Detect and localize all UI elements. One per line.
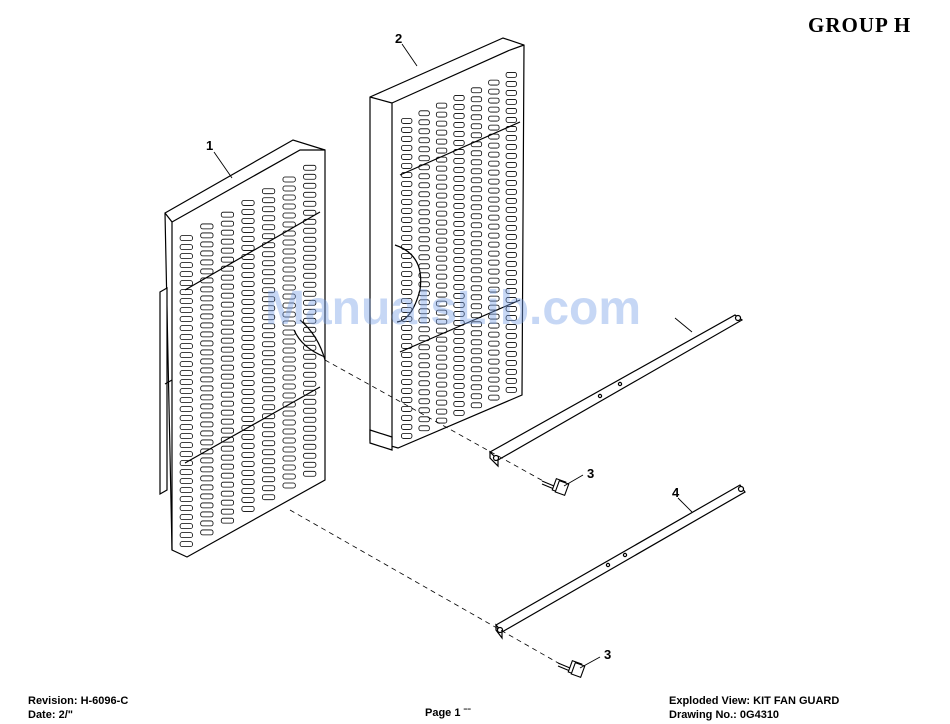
- callout-1: 1: [206, 138, 213, 153]
- drawing-label: Drawing No.:: [669, 708, 737, 722]
- drawing-value: 0G4310: [740, 708, 779, 722]
- date-label: Date:: [28, 708, 56, 722]
- revision-value: H-6096-C: [81, 694, 129, 708]
- page-block: Page 1 ˉˉ: [425, 706, 471, 720]
- fan-guard-panel-2: [370, 38, 524, 450]
- page-label: Page 1: [425, 707, 460, 719]
- view-value: KIT FAN GUARD: [753, 694, 839, 708]
- callout-3b: 3: [604, 647, 611, 662]
- callout-4: 4: [672, 485, 680, 500]
- watermark: ManualsLib.com: [265, 281, 641, 336]
- revision-block: Revision: H-6096-C Date: 2/": [28, 694, 128, 722]
- mounting-strip-upper: [490, 315, 742, 466]
- page-suffix: ˉˉ: [464, 707, 471, 719]
- fan-guard-panel-1: [160, 140, 325, 557]
- callout-3a: 3: [587, 466, 594, 481]
- date-value: 2/": [59, 708, 73, 722]
- drawing-info-block: Exploded View: KIT FAN GUARD Drawing No.…: [669, 694, 839, 722]
- callout-2: 2: [395, 31, 402, 46]
- view-label: Exploded View:: [669, 694, 750, 708]
- bolt-upper: [542, 479, 569, 496]
- mounting-strip-lower: [496, 485, 745, 638]
- bolt-lower: [558, 661, 585, 678]
- revision-label: Revision:: [28, 694, 78, 708]
